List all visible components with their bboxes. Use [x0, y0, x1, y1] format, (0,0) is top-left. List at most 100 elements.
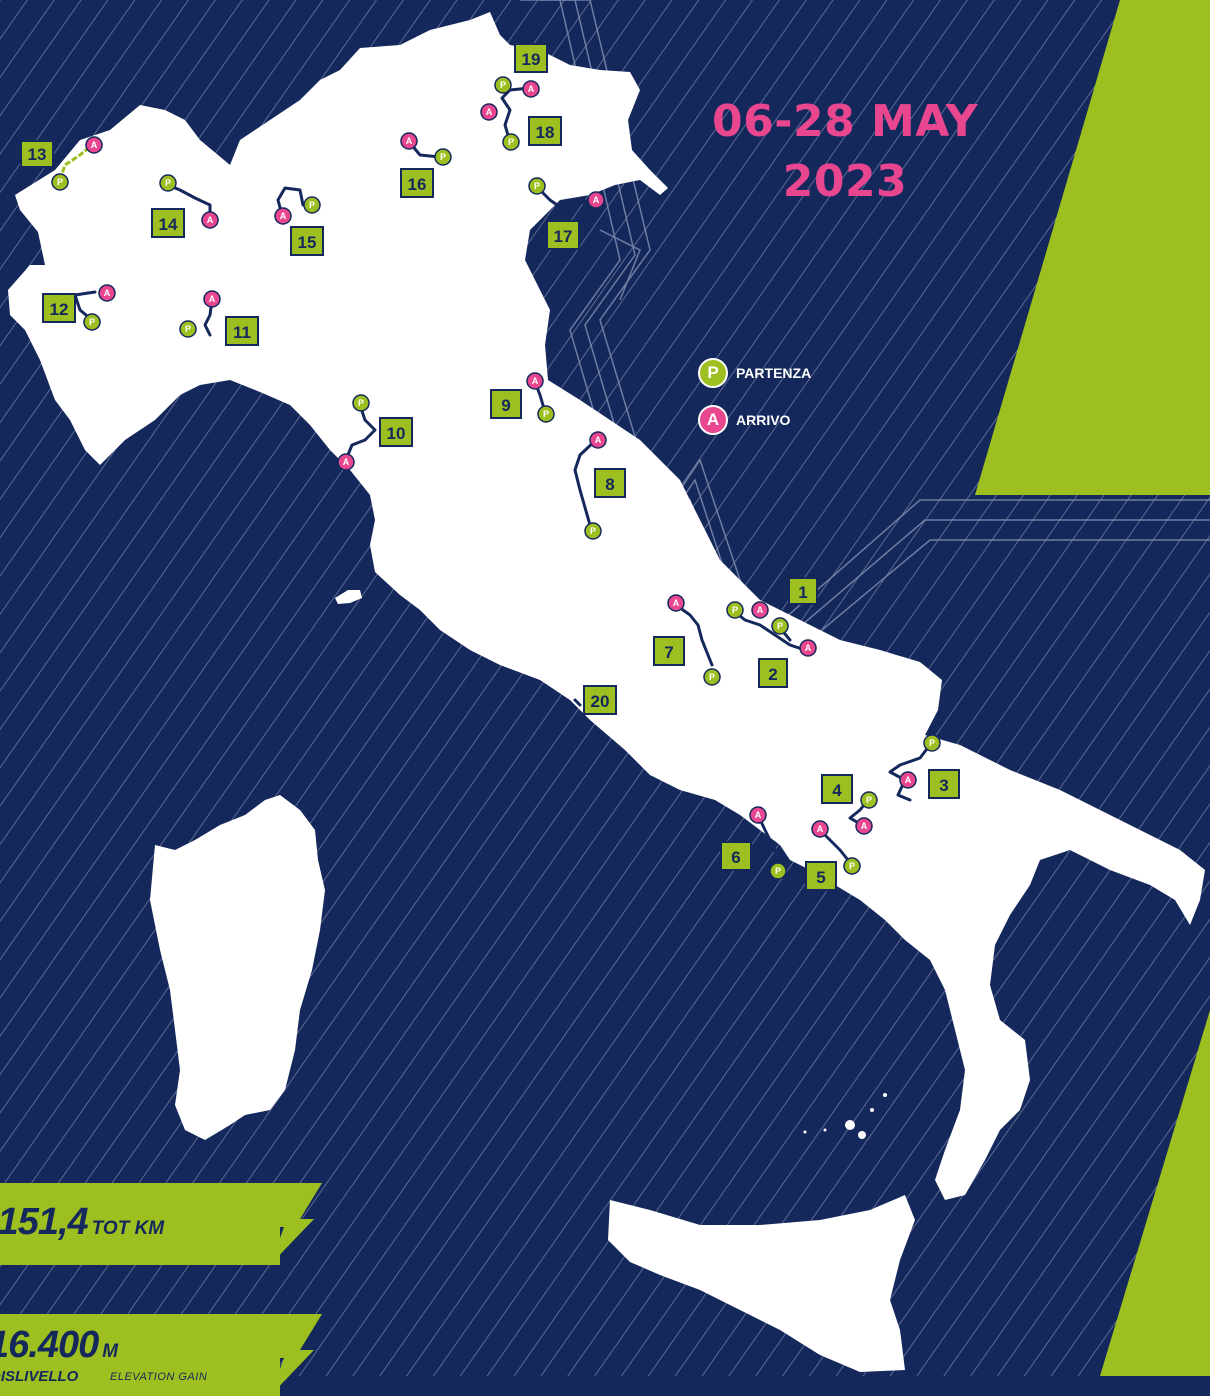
date-year: 2023	[782, 156, 908, 207]
svg-text:A: A	[595, 435, 602, 445]
elevation-label: DISLIVELLO	[0, 1368, 79, 1385]
svg-text:19: 19	[522, 50, 541, 69]
svg-text:P: P	[775, 866, 781, 876]
italy-mainland	[8, 12, 1205, 1200]
finish-marker-icon: A	[274, 207, 292, 225]
stage-18-label[interactable]: 18	[528, 116, 562, 146]
svg-text:15: 15	[298, 233, 317, 252]
date-range: 06-28 MAY	[711, 96, 979, 147]
finish-marker-icon: A	[749, 806, 767, 824]
start-marker-icon: P	[352, 394, 370, 412]
stage-14-label[interactable]: 14	[151, 208, 185, 238]
stage-1-label[interactable]: 1	[788, 577, 818, 605]
svg-text:5: 5	[816, 868, 825, 887]
svg-text:6: 6	[731, 848, 740, 867]
finish-marker-icon: A	[526, 372, 544, 390]
stage-12-label[interactable]: 12	[42, 293, 76, 323]
svg-text:P: P	[165, 178, 171, 188]
stage-labels: 1 2 3 4 5 6 7 8 9 10 11 12 13 14 15 16 1…	[20, 43, 960, 891]
legend-finish: A ARRIVO	[698, 405, 811, 435]
svg-text:14: 14	[159, 215, 178, 234]
svg-text:P: P	[440, 152, 446, 162]
svg-text:A: A	[532, 376, 539, 386]
svg-text:10: 10	[387, 424, 406, 443]
svg-text:4: 4	[832, 781, 842, 800]
stage-13-label[interactable]: 13	[20, 140, 54, 168]
svg-text:P: P	[849, 861, 855, 871]
svg-text:P: P	[732, 605, 738, 615]
stage-4-label[interactable]: 4	[821, 774, 853, 804]
elba-island	[335, 590, 362, 604]
start-marker-icon: P	[303, 196, 321, 214]
stage-3-label[interactable]: 3	[928, 769, 960, 799]
start-marker-icon: P	[434, 148, 452, 166]
map-legend: P PARTENZA A ARRIVO	[698, 358, 811, 452]
svg-text:P: P	[929, 738, 935, 748]
start-marker-icon: P	[528, 177, 546, 195]
finish-marker-icon: A	[400, 132, 418, 150]
start-marker-icon: P	[769, 862, 787, 880]
start-marker-icon: P	[843, 857, 861, 875]
svg-text:7: 7	[664, 643, 673, 662]
finish-marker-icon: A	[337, 453, 355, 471]
finish-marker-icon: A	[698, 405, 728, 435]
svg-text:13: 13	[28, 145, 47, 164]
svg-text:P: P	[777, 621, 783, 631]
aeolian-islands	[803, 1093, 887, 1139]
finish-marker-icon: A	[855, 817, 873, 835]
stage-6-label[interactable]: 6	[720, 841, 752, 871]
stage-16-label[interactable]: 16	[400, 168, 434, 198]
stage-9-label[interactable]: 9	[490, 389, 522, 419]
start-marker-icon: P	[584, 522, 602, 540]
svg-text:A: A	[593, 195, 600, 205]
stage-8-label[interactable]: 8	[594, 468, 626, 498]
stage-10-label[interactable]: 10	[379, 417, 413, 447]
svg-text:P: P	[89, 317, 95, 327]
svg-text:A: A	[486, 107, 493, 117]
svg-text:20: 20	[591, 692, 610, 711]
svg-text:A: A	[91, 140, 98, 150]
stage-11-label[interactable]: 11	[225, 316, 259, 346]
sardinia-island	[150, 795, 325, 1140]
finish-marker-icon: A	[480, 103, 498, 121]
svg-text:17: 17	[554, 227, 573, 246]
svg-text:A: A	[280, 211, 287, 221]
svg-text:P: P	[866, 795, 872, 805]
start-marker-icon: P	[494, 76, 512, 94]
bottom-right-lime-band	[1100, 1010, 1210, 1376]
svg-text:A: A	[757, 605, 764, 615]
svg-text:P: P	[709, 672, 715, 682]
start-marker-icon: P	[860, 791, 878, 809]
finish-marker-icon: A	[589, 431, 607, 449]
svg-text:8: 8	[605, 475, 614, 494]
stage-2-label[interactable]: 2	[758, 658, 788, 688]
finish-marker-icon: A	[667, 594, 685, 612]
svg-text:A: A	[817, 824, 824, 834]
svg-text:12: 12	[50, 300, 69, 319]
finish-marker-icon: A	[799, 639, 817, 657]
elevation-sub-label: ELEVATION GAIN	[110, 1371, 208, 1383]
svg-text:P: P	[534, 181, 540, 191]
svg-text:3: 3	[939, 776, 948, 795]
stage-7-label[interactable]: 7	[653, 636, 685, 666]
start-marker-icon: P	[51, 173, 69, 191]
stage-5-label[interactable]: 5	[805, 861, 837, 891]
route-13	[58, 143, 93, 181]
svg-text:P: P	[543, 409, 549, 419]
finish-marker-icon: A	[522, 80, 540, 98]
stage-17-label[interactable]: 17	[546, 220, 580, 250]
svg-text:18: 18	[536, 123, 555, 142]
top-right-lime-band	[975, 0, 1210, 495]
stage-15-label[interactable]: 15	[290, 226, 324, 256]
svg-text:P: P	[309, 200, 315, 210]
stage-19-label[interactable]: 19	[514, 43, 548, 73]
stage-20-label[interactable]: 20	[583, 685, 617, 715]
svg-text:P: P	[57, 177, 63, 187]
start-marker-icon: P	[159, 174, 177, 192]
